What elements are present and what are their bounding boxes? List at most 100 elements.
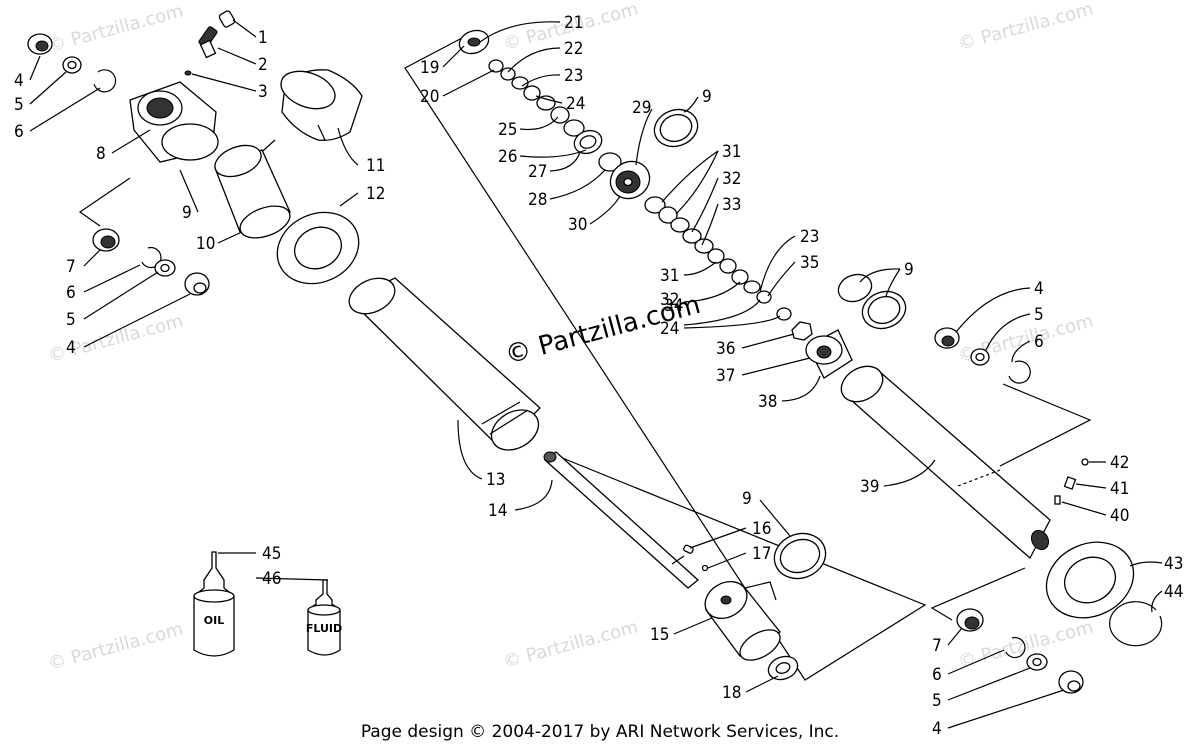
callout-12: 12	[366, 184, 385, 204]
callout-4: 4	[14, 71, 24, 91]
callout-1: 1	[258, 28, 268, 48]
callout-26: 26	[498, 147, 517, 167]
part-3-o-ring	[184, 70, 192, 76]
part-13-shock-body	[348, 277, 541, 451]
part-8-reservoir-head	[129, 81, 219, 163]
callout-labels: 1 2 3 4 5 6 8 9 10 11 12 7 6 5 4 13 14 1…	[14, 13, 1183, 739]
part-6-clip-right	[1008, 360, 1031, 384]
part-14-shaft	[543, 451, 700, 589]
callout-13: 13	[486, 470, 505, 490]
callout-27: 27	[528, 162, 547, 182]
part-36-nut	[791, 321, 813, 341]
callout-9: 9	[702, 87, 712, 107]
callout-18: 18	[722, 683, 741, 703]
callout-10: 10	[196, 234, 215, 254]
part-7-bushing-left	[92, 228, 120, 252]
part-6-clip-bottom-right	[1005, 636, 1026, 659]
watermark: © Partzilla.com	[46, 1, 186, 57]
callout-40: 40	[1110, 506, 1129, 526]
callout-7: 7	[66, 257, 76, 277]
callout-21: 21	[564, 13, 583, 33]
oil-bottle-label: OIL	[204, 614, 224, 627]
callout-4: 4	[1034, 279, 1044, 299]
callout-17: 17	[752, 544, 771, 564]
callout-39: 39	[860, 477, 879, 497]
part-12-spring-seat	[276, 211, 360, 285]
part-11-sleeve	[280, 69, 363, 141]
callout-5: 5	[1034, 305, 1044, 325]
fluid-bottle-label: FLUID	[306, 622, 342, 635]
part-6-clip-top-left	[93, 69, 117, 93]
callout-29: 29	[632, 98, 651, 118]
watermark: © Partzilla.com	[501, 617, 641, 673]
callout-32: 32	[722, 169, 741, 189]
callout-22: 22	[564, 39, 583, 59]
part-37-38-piston-assembly	[805, 329, 853, 379]
page-footer: Page design © 2004-2017 by ARI Network S…	[360, 722, 840, 742]
part-30-piston-valve	[609, 160, 651, 200]
part-9-ring-lower	[773, 532, 827, 580]
part-7-bushing-bottom-right	[956, 608, 984, 632]
part-5-washer-left	[154, 259, 176, 277]
part-15-piston	[704, 580, 781, 661]
callout-9: 9	[742, 489, 752, 509]
part-9-ring-upper	[653, 108, 699, 148]
callout-46: 46	[262, 569, 281, 589]
part-16-pin	[683, 544, 694, 554]
callout-20: 20	[420, 87, 439, 107]
part-2-valve	[198, 26, 218, 59]
shim-stack-upper	[458, 29, 622, 172]
callout-8: 8	[96, 144, 106, 164]
callout-24: 24	[660, 319, 679, 339]
callout-38: 38	[758, 392, 777, 412]
part-44-clip	[1109, 601, 1163, 647]
part-10-cylinder-collar	[214, 144, 291, 239]
callout-14: 14	[488, 501, 507, 521]
callout-6: 6	[66, 283, 76, 303]
callout-7: 7	[932, 636, 942, 656]
part-45-oil-bottle: OIL	[193, 551, 235, 657]
callout-3: 3	[258, 82, 268, 102]
callout-6: 6	[932, 665, 942, 685]
callout-31: 31	[722, 142, 741, 162]
callout-33: 33	[722, 195, 741, 215]
callout-6: 6	[1034, 332, 1044, 352]
watermark: © Partzilla.com	[956, 0, 1096, 55]
part-41-valve	[1063, 476, 1077, 490]
callout-35: 35	[800, 253, 819, 273]
callout-25: 25	[498, 120, 517, 140]
part-17-ball	[701, 564, 709, 572]
callout-28: 28	[528, 190, 547, 210]
callout-5: 5	[66, 310, 76, 330]
callout-44: 44	[1164, 582, 1183, 602]
part-40-valve-core	[1054, 495, 1061, 505]
callout-24: 24	[566, 94, 585, 114]
callout-9: 9	[182, 203, 192, 223]
watermark: © Partzilla.com	[46, 619, 186, 675]
part-5-washer-top-left	[62, 56, 82, 74]
callout-16: 16	[752, 519, 771, 539]
callout-11: 11	[366, 156, 385, 176]
callout-32: 32	[660, 290, 679, 310]
part-4-bushing-bottom-right	[1058, 670, 1084, 694]
callout-9: 9	[904, 260, 914, 280]
part-46-fluid-bottle: FLUID	[306, 579, 342, 656]
callout-31: 31	[660, 266, 679, 286]
callout-30: 30	[568, 215, 587, 235]
callout-36: 36	[716, 339, 735, 359]
part-43-spring-retainer	[1045, 541, 1135, 619]
callout-42: 42	[1110, 453, 1129, 473]
part-4-bushing-left	[184, 272, 210, 296]
callout-19: 19	[420, 58, 439, 78]
callout-2: 2	[258, 55, 268, 75]
part-4-bushing-right	[934, 327, 960, 349]
callout-41: 41	[1110, 479, 1129, 499]
callout-23: 23	[564, 66, 583, 86]
callout-15: 15	[650, 625, 669, 645]
part-4-bushing-top-left	[27, 33, 53, 55]
callout-4: 4	[932, 719, 942, 739]
part-5-washer-right	[970, 348, 990, 366]
callout-5: 5	[932, 691, 942, 711]
part-39-reservoir-body	[840, 365, 1051, 560]
